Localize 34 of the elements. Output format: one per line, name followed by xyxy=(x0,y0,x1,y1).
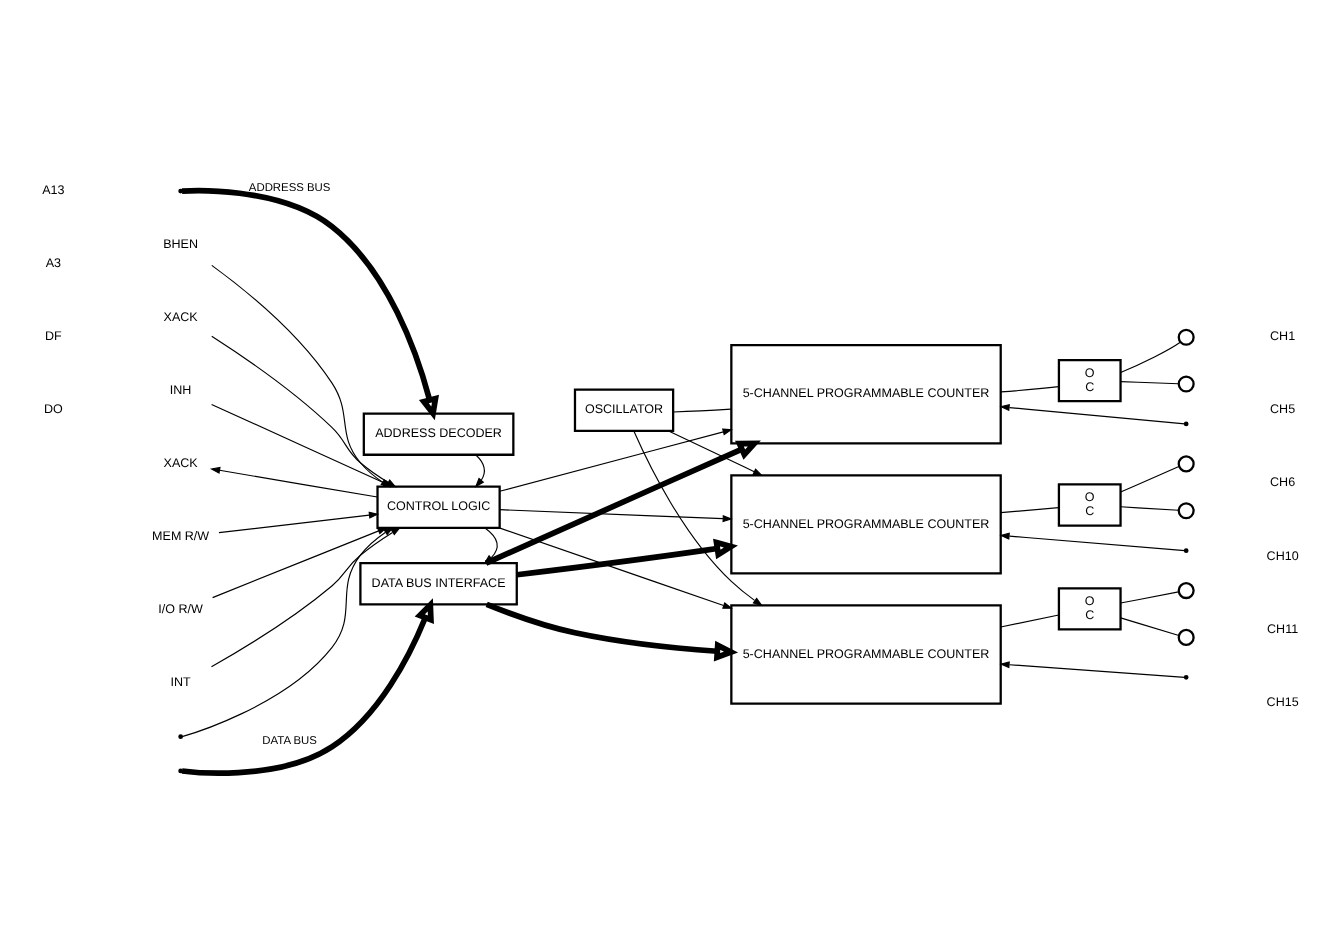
arrow xyxy=(633,430,763,607)
connector xyxy=(1120,617,1180,637)
connector xyxy=(1120,506,1180,511)
arrow xyxy=(181,527,402,738)
arrow xyxy=(212,527,394,599)
arrow xyxy=(999,661,1186,678)
node-circle xyxy=(1177,455,1195,473)
connector xyxy=(1120,381,1180,385)
arrow xyxy=(218,511,380,534)
connector xyxy=(1000,386,1060,393)
node-circle xyxy=(1177,375,1195,393)
arrow xyxy=(499,509,733,523)
arrow xyxy=(999,404,1186,425)
arrow xyxy=(668,430,764,476)
arrow xyxy=(474,454,485,488)
arrow xyxy=(516,538,738,578)
arrow xyxy=(485,601,739,662)
connector xyxy=(1000,614,1060,628)
node-circle xyxy=(1177,582,1195,600)
connector xyxy=(1120,341,1181,374)
arrow xyxy=(181,598,434,776)
node-circle xyxy=(1177,628,1195,646)
node-circle xyxy=(1177,502,1195,520)
arrow xyxy=(181,187,440,421)
connector xyxy=(672,408,732,413)
arrow xyxy=(209,466,378,498)
arrow xyxy=(999,532,1186,552)
connector xyxy=(1120,591,1180,604)
node-circle xyxy=(1177,328,1195,346)
arrow xyxy=(210,527,402,668)
arrow xyxy=(499,428,733,492)
connector xyxy=(1000,507,1060,514)
connector xyxy=(1120,466,1180,493)
arrow xyxy=(498,527,733,609)
